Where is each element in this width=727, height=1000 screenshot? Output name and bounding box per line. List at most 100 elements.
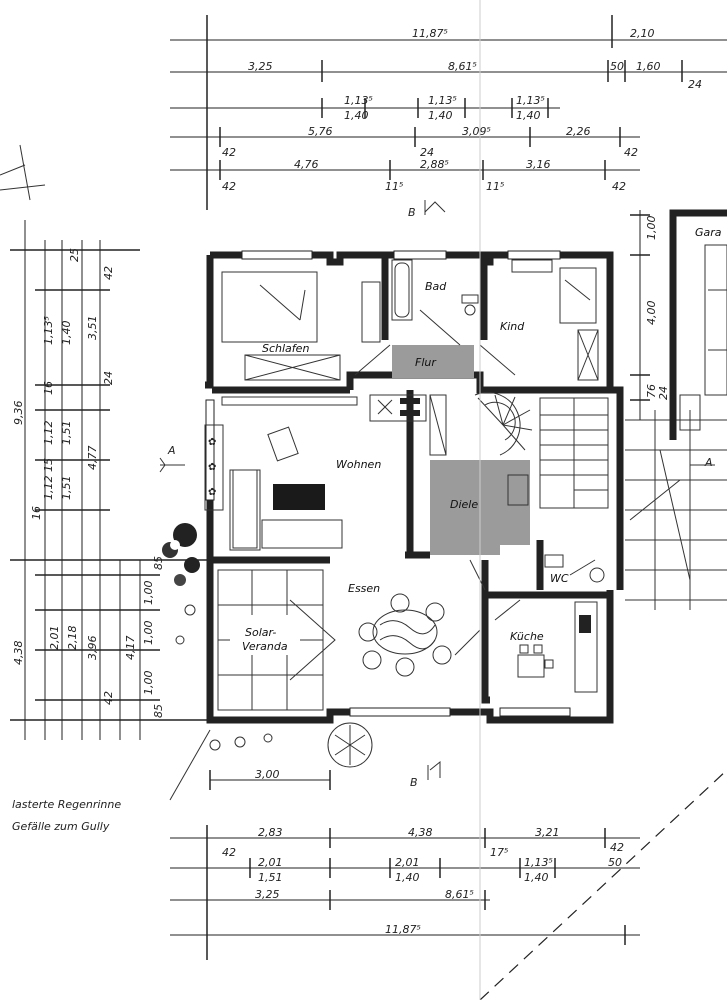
room-label-wohnen: Wohnen [336, 458, 381, 471]
dim-left-42b: 42 [102, 691, 115, 705]
dim-window-1b: 1,40 [344, 109, 369, 122]
room-label-kind: Kind [500, 320, 525, 333]
note-line1: lasterte Regenrinne [12, 798, 121, 811]
dim-total-width: 11,87⁵ [412, 27, 448, 40]
dim-left-16b: 16 [30, 506, 43, 520]
dim-row5-g: 42 [612, 180, 626, 193]
dim-row5-e: 11⁵ [385, 180, 403, 193]
room-label-bad: Bad [425, 280, 447, 293]
section-a-right: A [704, 456, 713, 469]
room-label-garage: Gara [695, 226, 722, 239]
right-patio [625, 394, 727, 610]
dim-row4-a: 5,76 [308, 125, 333, 138]
dim-bottom-300: 3,00 [255, 768, 280, 781]
section-marks: B B A A [159, 200, 715, 789]
dim-right-400: 4,00 [645, 301, 658, 326]
kind-furniture [511, 259, 599, 381]
dim-top-24: 24 [688, 78, 702, 91]
dim-row5-b: 2,88⁵ [420, 158, 449, 171]
dim-right-24: 24 [657, 386, 670, 400]
garage [669, 209, 727, 440]
dim-bottom-151: 1,51 [258, 871, 283, 884]
dim-bottom-175: 17⁵ [490, 846, 508, 859]
dim-top-left: 3,25 [248, 60, 273, 73]
dim-left-100c: 1,00 [142, 671, 155, 696]
dim-bottom-201a: 2,01 [258, 856, 283, 869]
dim-bottom-201b: 2,01 [395, 856, 420, 869]
wohnen-furniture [221, 396, 358, 551]
svg-text:✿: ✿ [208, 437, 216, 448]
dim-left-112a: 1,12 [42, 421, 55, 446]
dim-window-2b: 1,40 [428, 109, 453, 122]
dim-bottom-8615: 8,61⁵ [445, 888, 474, 901]
dim-left-477: 4,77 [86, 446, 99, 471]
dim-row4-f: 42 [624, 146, 638, 159]
note-line2: Gefälle zum Gully [12, 820, 110, 833]
room-label-flur: Flur [415, 356, 437, 369]
section-a-left: A [167, 444, 176, 457]
dim-window-2a: 1,13⁵ [428, 94, 457, 107]
diele-wardrobe [429, 394, 529, 506]
room-label-solar-line2: Veranda [242, 640, 288, 653]
north-arrow-icon [0, 144, 46, 201]
dim-left-24: 24 [102, 371, 115, 385]
dim-bottom-50: 50 [608, 856, 622, 869]
room-label-essen: Essen [348, 582, 380, 595]
cooktop-block [369, 394, 427, 422]
dim-window-1a: 1,13⁵ [344, 94, 373, 107]
planter-box: ✿ ✿ ✿ [204, 424, 224, 511]
dim-bottom-1135: 1,13⁵ [524, 856, 553, 869]
flur-floor [392, 345, 474, 378]
dim-bottom-140b: 1,40 [524, 871, 549, 884]
dim-row4-b: 3,09⁵ [462, 125, 491, 138]
dim-top-50: 50 [610, 60, 624, 73]
note-leader [169, 729, 211, 801]
dim-left-15: 15 [42, 458, 55, 472]
dim-window-3a: 1,13⁵ [516, 94, 545, 107]
dim-left-100b: 1,00 [142, 621, 155, 646]
room-label-solar-line1: Solar- [245, 626, 276, 639]
straight-stair [539, 397, 609, 509]
dim-left-438: 4,38 [12, 641, 25, 666]
spiral-stair [474, 392, 533, 456]
essen-table [358, 593, 452, 677]
dim-left-42: 42 [102, 266, 115, 280]
essen-doors [289, 559, 486, 681]
top-dimension-chains: 11,87⁵ 2,10 3,25 8,61⁵ 50 1,60 24 1,13⁵ … [170, 15, 727, 210]
dim-row5-f: 11⁵ [486, 180, 504, 193]
dim-bottom-283: 2,83 [258, 826, 283, 839]
room-label-diele: Diele [450, 498, 478, 511]
dim-left-100a: 1,00 [142, 581, 155, 606]
dim-left-201: 2,01 [48, 626, 61, 651]
dim-row5-c: 3,16 [526, 158, 551, 171]
window-openings [205, 250, 571, 717]
garden-shrubs [162, 523, 373, 768]
room-label-schlafen: Schlafen [262, 342, 309, 355]
dim-bottom-140a: 1,40 [395, 871, 420, 884]
dim-window-3b: 1,40 [516, 109, 541, 122]
bottom-dimension-chains: 3,00 2,83 4,38 3,21 42 17⁵ 2,01 1,51 2,0… [170, 768, 640, 960]
left-dimension-chains: 9,36 4,77 3,51 1,13⁵ 1,40 16 1,12 1,51 1… [10, 220, 210, 740]
room-label-wc: WC [550, 572, 569, 585]
dim-left-112b: 1,12 [42, 476, 55, 501]
solar-veranda [217, 569, 324, 711]
flur-doors [354, 309, 516, 376]
wc-fixtures [544, 554, 605, 583]
svg-text:✿: ✿ [208, 462, 216, 473]
dim-left-1135: 1,13⁵ [42, 316, 55, 345]
dim-top-right: 2,10 [630, 27, 655, 40]
dim-right-100: 1,00 [645, 216, 658, 241]
dim-bottom-total: 11,87⁵ [385, 923, 421, 936]
section-b-bottom: B [410, 776, 418, 789]
dim-bottom-438: 4,38 [408, 826, 433, 839]
kueche-fixtures [494, 599, 598, 693]
dim-row5-a: 4,76 [294, 158, 319, 171]
dim-left-85a: 85 [152, 556, 165, 570]
property-line [479, 769, 727, 1000]
dim-left-936: 9,36 [12, 401, 25, 426]
dim-left-417: 4,17 [124, 636, 137, 661]
right-dimension-chain: 1,00 4,00 76 24 [630, 210, 670, 420]
dim-top-160: 1,60 [636, 60, 661, 73]
dim-left-85b: 85 [152, 704, 165, 718]
